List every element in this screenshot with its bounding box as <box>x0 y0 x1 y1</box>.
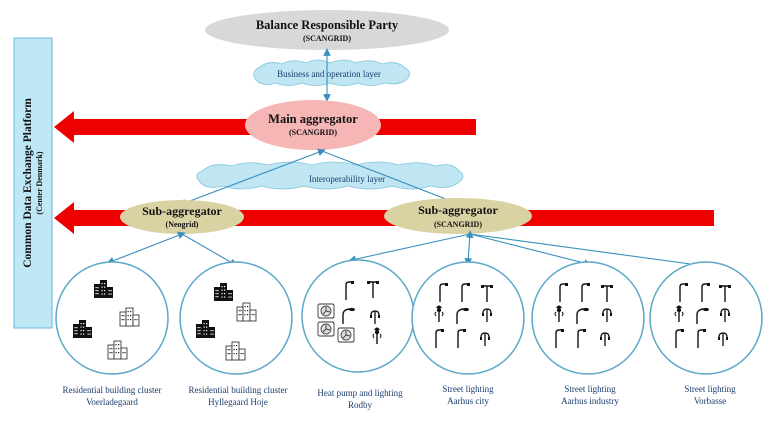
cluster-3-line2: Rodby <box>348 400 373 410</box>
cluster-1-line1: Residential building cluster <box>63 385 162 395</box>
cluster-6-circle <box>649 261 763 375</box>
cluster-5-line2: Aarhus industry <box>561 396 619 406</box>
cluster-4-line2: Aarhus city <box>447 396 489 406</box>
cluster-4-circle <box>411 261 525 375</box>
link-cluster-3 <box>348 233 471 263</box>
platform-title: Common Data Exchange Platform <box>22 98 34 268</box>
main-aggregator-title: Main aggregator <box>268 112 358 126</box>
sub-aggregator-left-node <box>120 200 244 234</box>
brp-node <box>205 10 449 50</box>
cluster-3-line1: Heat pump and lighting <box>317 388 403 398</box>
brp-subtitle: (SCANGRID) <box>303 34 351 43</box>
main-subleft-link <box>178 148 326 207</box>
platform-bar <box>13 37 53 329</box>
sub-aggregator-right-node <box>384 198 532 234</box>
link-cluster-6 <box>469 233 709 270</box>
cluster-1-line2: Voerladegaard <box>86 397 138 407</box>
sub-aggregator-right-subtitle: (SCANGRID) <box>434 220 482 229</box>
cluster-2-line2: Hyllegaard Hoje <box>208 397 268 407</box>
cluster-2-circle <box>179 261 293 375</box>
cluster-links <box>106 230 709 270</box>
link-cluster-5 <box>469 233 592 267</box>
platform-subtitle: (Center Denmark) <box>35 151 44 215</box>
cluster-5-circle <box>531 261 645 375</box>
link-cluster-4 <box>464 230 474 266</box>
business-layer-cloud <box>253 59 410 86</box>
link-cluster-1 <box>106 231 186 265</box>
sub-aggregator-left-title: Sub-aggregator <box>142 204 222 218</box>
main-subright-link <box>321 150 460 206</box>
sub-aggregator-right-title: Sub-aggregator <box>418 203 498 217</box>
cluster-1-circle <box>55 261 169 375</box>
interop-layer-label: Interoperability layer <box>309 174 385 184</box>
cluster-4-line1: Street lighting <box>442 384 494 394</box>
cluster-2-line1: Residential building cluster <box>189 385 288 395</box>
cluster-6-line1: Street lighting <box>684 384 736 394</box>
cluster-6-line2: Vorbasse <box>694 396 726 406</box>
link-cluster-2 <box>181 233 238 266</box>
brp-title: Balance Responsible Party <box>256 18 399 32</box>
main-aggregator-node <box>245 100 381 150</box>
sub-aggregator-left-subtitle: (Neogrid) <box>166 220 199 229</box>
cluster-5-line1: Street lighting <box>564 384 616 394</box>
business-layer-label: Business and operation layer <box>277 69 381 79</box>
main-aggregator-subtitle: (SCANGRID) <box>289 128 337 137</box>
